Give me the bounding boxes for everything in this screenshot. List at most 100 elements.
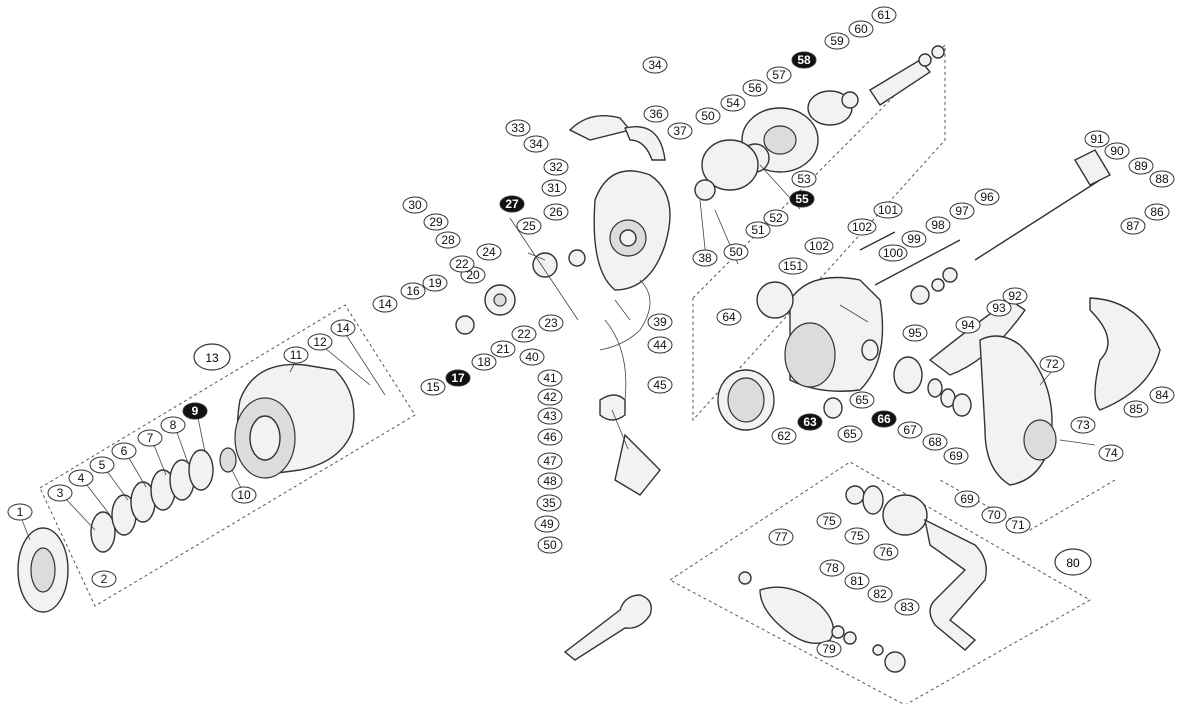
part-label-oval — [894, 598, 920, 616]
part-label-70: 70 — [981, 506, 1007, 524]
part-label-text: 65 — [843, 427, 857, 441]
part-label-text: 76 — [879, 545, 893, 559]
part-label-text: 75 — [850, 529, 864, 543]
part-label-text: 52 — [769, 211, 783, 225]
part-label-oval — [897, 421, 923, 439]
part-label-55: 55 — [789, 190, 815, 208]
part-label-102: 102 — [804, 237, 834, 255]
part-label-text: 74 — [1104, 446, 1118, 460]
part-label-text: 24 — [482, 245, 496, 259]
part-label-oval — [537, 452, 563, 470]
part-label-oval — [849, 391, 875, 409]
part-label-text: 37 — [673, 124, 687, 138]
part-label-text: 54 — [726, 96, 740, 110]
part-label-oval — [1149, 386, 1175, 404]
part-label-39: 39 — [647, 313, 673, 331]
part-label-text: 60 — [854, 22, 868, 36]
part-label-text: 65 — [855, 393, 869, 407]
part-label-text: 100 — [883, 246, 903, 260]
part-label-text: 23 — [544, 316, 558, 330]
part-label-oval — [1123, 400, 1149, 418]
part-label-76: 76 — [873, 543, 899, 561]
part-label-65: 65 — [849, 391, 875, 409]
part-label-26: 26 — [543, 203, 569, 221]
part-label-58: 58 — [791, 51, 817, 69]
part-label-text: 51 — [751, 223, 765, 237]
part-label-text: 6 — [121, 444, 128, 458]
part-label-oval — [1005, 516, 1031, 534]
part-drawings — [17, 45, 1161, 673]
part-label-oval — [1144, 203, 1170, 221]
part-label-oval — [538, 314, 564, 332]
part-label-oval — [1002, 287, 1028, 305]
part-label-text: 34 — [529, 137, 543, 151]
part-label-17: 17 — [445, 369, 471, 387]
part-number-labels: 1234567891011121414151617181920212222232… — [7, 6, 1175, 658]
part-label-oval — [516, 217, 542, 235]
part-label-oval — [745, 221, 771, 239]
part-label-text: 90 — [1110, 144, 1124, 158]
part-label-oval — [695, 107, 721, 125]
part-label-67: 67 — [897, 421, 923, 439]
part-label-oval — [816, 512, 842, 530]
part-label-text: 22 — [455, 257, 469, 271]
part-label-56: 56 — [742, 79, 768, 97]
part-label-oval — [7, 503, 33, 521]
part-label-text: 9 — [192, 404, 199, 418]
part-label-60: 60 — [848, 20, 874, 38]
part-label-text: 68 — [928, 435, 942, 449]
part-label-oval — [543, 203, 569, 221]
part-label-text: 49 — [540, 517, 554, 531]
part-label-oval — [844, 572, 870, 590]
part-label-text: 33 — [511, 121, 525, 135]
part-label-4: 4 — [68, 469, 94, 487]
part-label-100: 100 — [878, 244, 908, 262]
part-label-text: 72 — [1045, 357, 1059, 371]
part-label-50: 50 — [537, 536, 563, 554]
part-label-oval — [642, 56, 668, 74]
part-label-oval — [47, 484, 73, 502]
part-label-oval — [873, 543, 899, 561]
part-label-text: 38 — [698, 251, 712, 265]
part-label-151: 151 — [778, 257, 808, 275]
part-label-text: 53 — [797, 172, 811, 186]
part-label-oval — [768, 528, 794, 546]
part-label-text: 69 — [949, 449, 963, 463]
part-label-text: 95 — [908, 326, 922, 340]
part-label-50: 50 — [723, 243, 749, 261]
part-label-text: 66 — [877, 412, 891, 426]
part-label-oval — [797, 413, 823, 431]
part-label-text: 101 — [878, 203, 898, 217]
part-label-47: 47 — [537, 452, 563, 470]
part-label-text: 78 — [825, 561, 839, 575]
part-label-36: 36 — [643, 105, 669, 123]
part-label-oval — [766, 66, 792, 84]
part-label-text: 21 — [496, 342, 510, 356]
part-label-85: 85 — [1123, 400, 1149, 418]
part-label-text: 50 — [729, 245, 743, 259]
part-label-text: 70 — [987, 508, 1001, 522]
part-label-33: 33 — [505, 119, 531, 137]
part-label-oval — [981, 506, 1007, 524]
part-label-text: 102 — [809, 239, 829, 253]
part-label-text: 44 — [653, 338, 667, 352]
group-80-label: 80 — [1054, 548, 1092, 576]
part-label-oval — [986, 299, 1012, 317]
part-label-53: 53 — [791, 170, 817, 188]
part-label-oval — [541, 179, 567, 197]
part-label-oval — [922, 433, 948, 451]
part-label-77: 77 — [768, 528, 794, 546]
part-label-oval — [372, 295, 398, 313]
part-label-text: 59 — [830, 34, 844, 48]
part-label-oval — [476, 243, 502, 261]
part-label-text: 96 — [980, 190, 994, 204]
part-label-text: 47 — [543, 454, 557, 468]
part-label-34: 34 — [523, 135, 549, 153]
part-label-text: 50 — [543, 538, 557, 552]
part-label-62: 62 — [771, 427, 797, 445]
part-label-text: 89 — [1134, 159, 1148, 173]
part-label-oval — [1104, 142, 1130, 160]
part-label-68: 68 — [922, 433, 948, 451]
part-label-71: 71 — [1005, 516, 1031, 534]
